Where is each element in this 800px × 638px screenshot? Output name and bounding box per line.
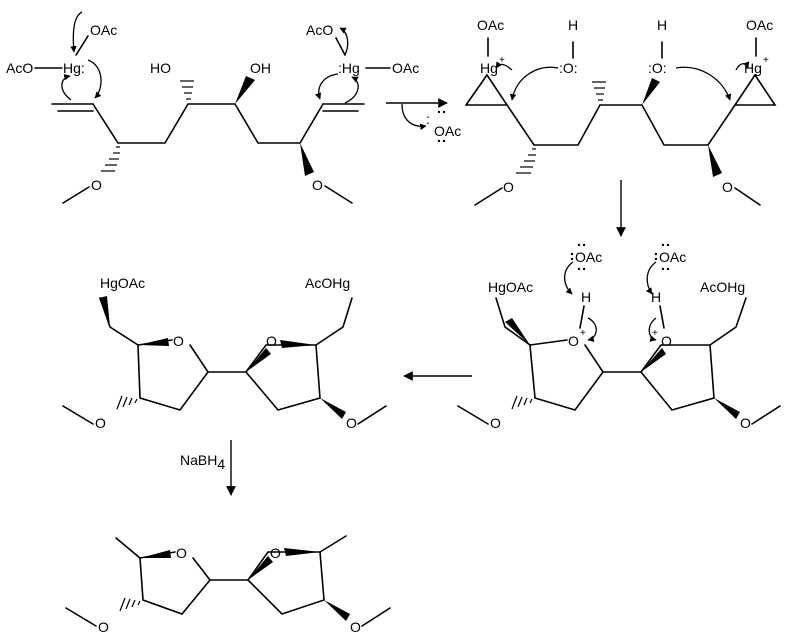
- ring-oxygen-right: O: [661, 333, 672, 349]
- mercury-label-right: :Hg: [338, 60, 360, 76]
- ring-oxygen-left: O: [176, 545, 187, 561]
- hashed-bond: [119, 597, 141, 612]
- acetate-anion-label: OAc: [659, 249, 686, 265]
- ring-oxygen-right: O: [270, 545, 281, 561]
- structure-3-oxonium: OAc OAc O + H HgOAc O O +: [457, 243, 781, 431]
- acetate-label: OAc: [392, 60, 419, 76]
- ring-oxygen-left: O: [568, 333, 579, 349]
- hydroxyl-hydrogen-left: H: [568, 17, 578, 33]
- hydroxyl-oxygen-right: :O:: [648, 60, 667, 76]
- hashed-bond: [101, 146, 120, 172]
- hydroxyl-oxygen-left: :O:: [559, 60, 578, 76]
- wedge-bond: [248, 556, 273, 580]
- hashed-bond: [592, 81, 606, 101]
- mercury-label-left: Hg: [480, 60, 498, 76]
- wedge-bond: [642, 78, 660, 105]
- structure-5-product: O O O O: [65, 535, 391, 635]
- hashed-bond: [516, 148, 536, 174]
- hydroxyl-hydrogen-right: H: [657, 17, 667, 33]
- methoxy-o-right: O: [312, 177, 323, 193]
- ring-oxygen-right: O: [266, 333, 277, 349]
- hydroxyl-label-left: HO: [150, 60, 171, 76]
- methoxy-o-left: O: [98, 619, 109, 635]
- acetate-label: OAc: [746, 17, 773, 33]
- acetate-anion-label: OAc: [434, 123, 461, 139]
- acetate-anion-lone-pairs: :: [426, 111, 430, 127]
- acetate-anion-label: OAc: [575, 249, 602, 265]
- methoxy-o-right: O: [350, 619, 361, 635]
- wedge-bond: [280, 340, 316, 348]
- hashed-bond: [180, 80, 194, 100]
- wedge-bond: [714, 398, 740, 419]
- wedge-bond: [320, 398, 346, 419]
- wedge-bond: [300, 143, 314, 176]
- reagent-label: NaBH4: [180, 452, 225, 472]
- acetate-label: OAc: [477, 17, 504, 33]
- methoxy-o-left: O: [503, 179, 514, 195]
- structure-1-diene-diol: O O HO OH AcO Hg: OAc AcO :Hg OAc: [6, 11, 419, 204]
- wedge-bond: [235, 76, 255, 104]
- wedge-bond: [324, 600, 350, 621]
- structure-2-mercurinium: Hg + OAc Hg + OAc :O: H :O: H: [465, 17, 777, 206]
- methoxy-o-left: O: [95, 415, 106, 431]
- mercury-label-right: Hg: [744, 60, 762, 76]
- structure-4-organomercurial: O HgOAc O O AcOHg O: [62, 275, 387, 431]
- acetate-label: OAc: [90, 22, 117, 38]
- mercurinium-charge: +: [763, 55, 769, 66]
- methoxy-o-right: O: [722, 179, 733, 195]
- acetate-label: AcO: [306, 22, 333, 38]
- wedge-bond: [140, 550, 171, 558]
- hydroxyl-label-right: OH: [250, 60, 271, 76]
- mercury-acetate-right: AcOHg: [700, 279, 745, 295]
- oxonium-charge: +: [580, 328, 586, 339]
- methoxy-o-right: O: [346, 415, 357, 431]
- hashed-bond: [116, 395, 138, 410]
- reaction-arrow-1: : OAc: [386, 98, 461, 143]
- mercury-acetate-left: HgOAc: [488, 279, 533, 295]
- acetate-label: AcO: [6, 60, 33, 76]
- wedge-bond: [505, 318, 530, 345]
- wedge-bond: [708, 145, 722, 177]
- mercurinium-charge: +: [499, 55, 505, 66]
- hashed-bond: [511, 395, 533, 410]
- wedge-bond: [246, 348, 271, 372]
- wedge-bond: [641, 348, 666, 372]
- oxonium-hydrogen-right: H: [651, 289, 661, 305]
- oxonium-charge: +: [652, 328, 658, 339]
- mercury-label-left: Hg:: [63, 60, 85, 76]
- reaction-arrow-4: NaBH4: [180, 440, 236, 496]
- mercury-acetate-right: AcOHg: [305, 275, 350, 291]
- wedge-bond: [99, 296, 110, 327]
- oxonium-hydrogen-left: H: [581, 289, 591, 305]
- wedge-bond: [284, 548, 320, 556]
- wedge-bond: [138, 338, 169, 346]
- methoxy-o-left: O: [490, 415, 501, 431]
- methoxy-o-right: O: [740, 415, 751, 431]
- mercury-acetate-left: HgOAc: [100, 275, 145, 291]
- ring-oxygen-left: O: [173, 333, 184, 349]
- methoxy-o-left: O: [91, 177, 102, 193]
